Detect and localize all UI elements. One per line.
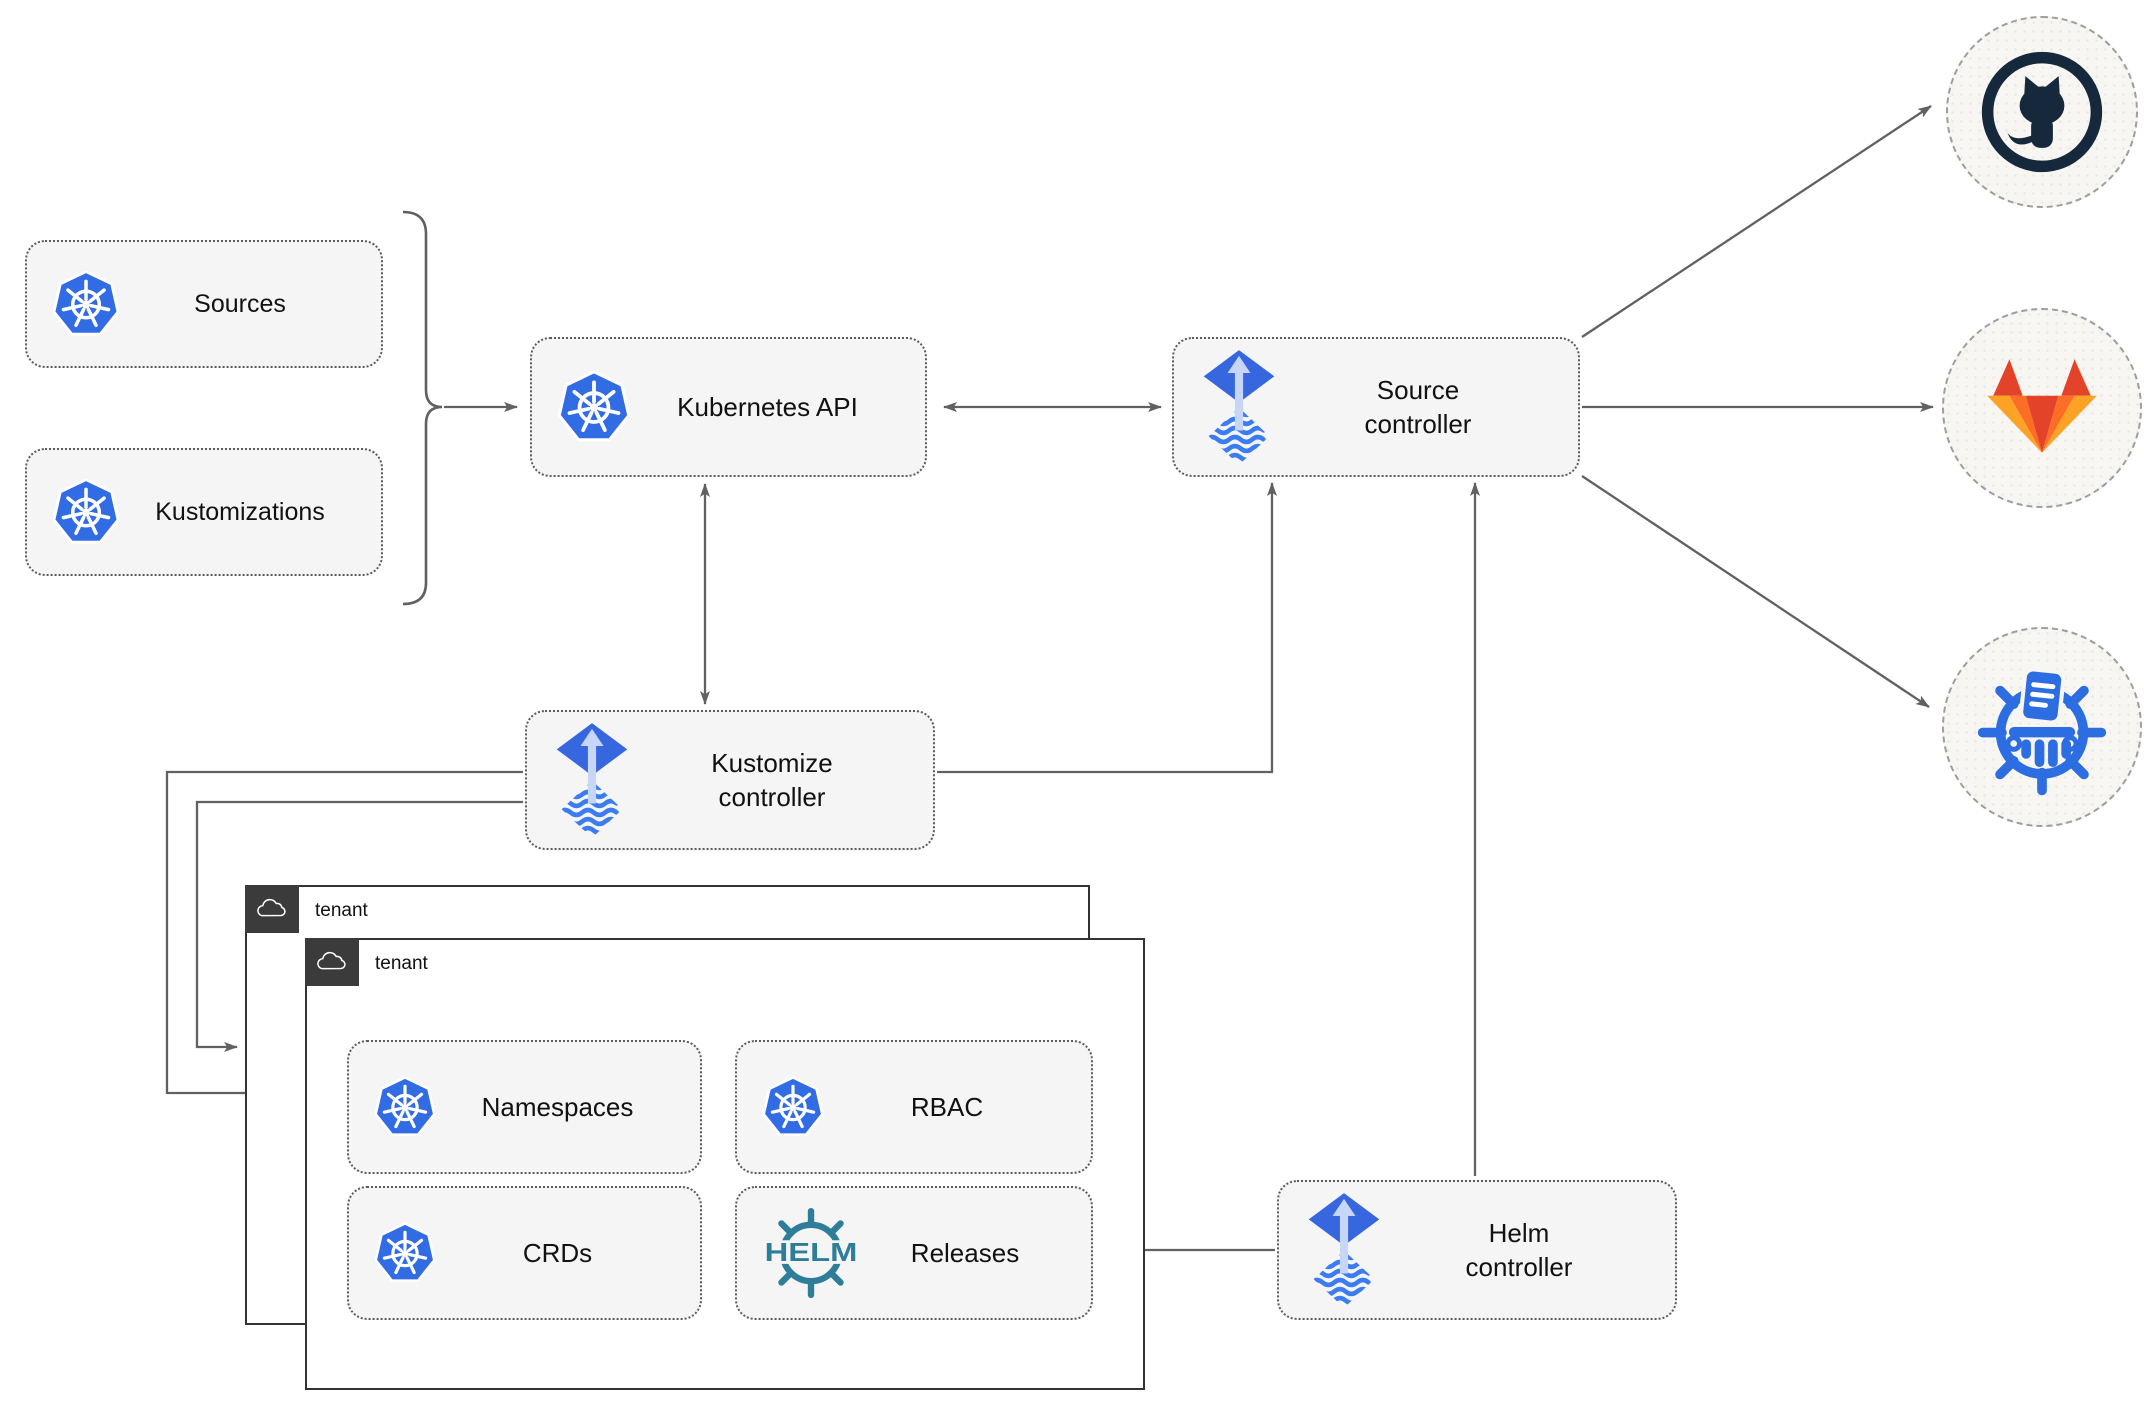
kustomizations-box: Kustomizations: [25, 448, 383, 576]
kubernetes-api-box: Kubernetes API: [530, 337, 927, 477]
edge-source-to-chartmuseum: [1581, 475, 1930, 708]
kustomize-controller-label: Kustomize controller: [711, 748, 833, 812]
crds-label: CRDs: [522, 1237, 593, 1268]
kubernetes-icon: [51, 268, 121, 341]
edge-kustomize-to-tenant-front: [165, 770, 523, 1098]
sources-label: Sources: [194, 289, 286, 318]
helm-controller-label: Helm controller: [1465, 1218, 1573, 1282]
edge-kustomize-to-source-controller: [937, 482, 1277, 774]
flux-icon: [551, 723, 633, 838]
namespaces-box: Namespaces: [347, 1040, 702, 1174]
tenant-badge: [244, 884, 299, 933]
tenant-badge: [304, 937, 359, 986]
edge-kustomize-to-tenant-back: [195, 800, 523, 1052]
gitlab-icon: [1981, 357, 2103, 459]
kubernetes-api-label: Kubernetes API: [677, 391, 858, 422]
flux-icon: [1303, 1193, 1385, 1308]
chartmuseum-icon: [1973, 658, 2111, 796]
kubernetes-icon: [373, 1074, 437, 1141]
kustomize-controller-box: Kustomize controller: [525, 710, 935, 850]
sources-box: Sources: [25, 240, 383, 368]
namespaces-label: Namespaces: [481, 1091, 634, 1122]
kustomizations-label: Kustomizations: [155, 497, 325, 526]
source-controller-label: Source controller: [1364, 375, 1472, 439]
helm-wordmark: HELM: [765, 1239, 858, 1267]
chartmuseum-node: [1942, 627, 2142, 827]
cloud-icon: [314, 949, 350, 974]
flux-icon: [1198, 350, 1280, 465]
helm-icon: HELM: [761, 1208, 861, 1298]
kubernetes-icon: [556, 368, 632, 447]
github-node: [1946, 16, 2138, 208]
gitlab-node: [1942, 308, 2142, 508]
crds-box: CRDs: [347, 1186, 702, 1320]
kubernetes-icon: [373, 1220, 437, 1287]
releases-label: Releases: [910, 1237, 1020, 1268]
cloud-icon: [254, 896, 290, 921]
tenant-back-label: tenant: [315, 900, 368, 921]
kubernetes-icon: [761, 1074, 825, 1141]
tenant-front-label: tenant: [375, 953, 428, 974]
releases-box: HELM Releases: [735, 1186, 1093, 1320]
helm-controller-box: Helm controller: [1277, 1180, 1677, 1320]
rbac-label: RBAC: [910, 1091, 984, 1122]
github-icon: [1978, 48, 2106, 176]
source-controller-box: Source controller: [1172, 337, 1580, 477]
kubernetes-icon: [51, 476, 121, 549]
brace-sources-kustomizations: [402, 210, 443, 606]
edge-source-to-github: [1581, 105, 1932, 338]
tenant-front-box: tenant Namespaces RBAC CRDs HELM: [304, 937, 1145, 1390]
rbac-box: RBAC: [735, 1040, 1093, 1174]
